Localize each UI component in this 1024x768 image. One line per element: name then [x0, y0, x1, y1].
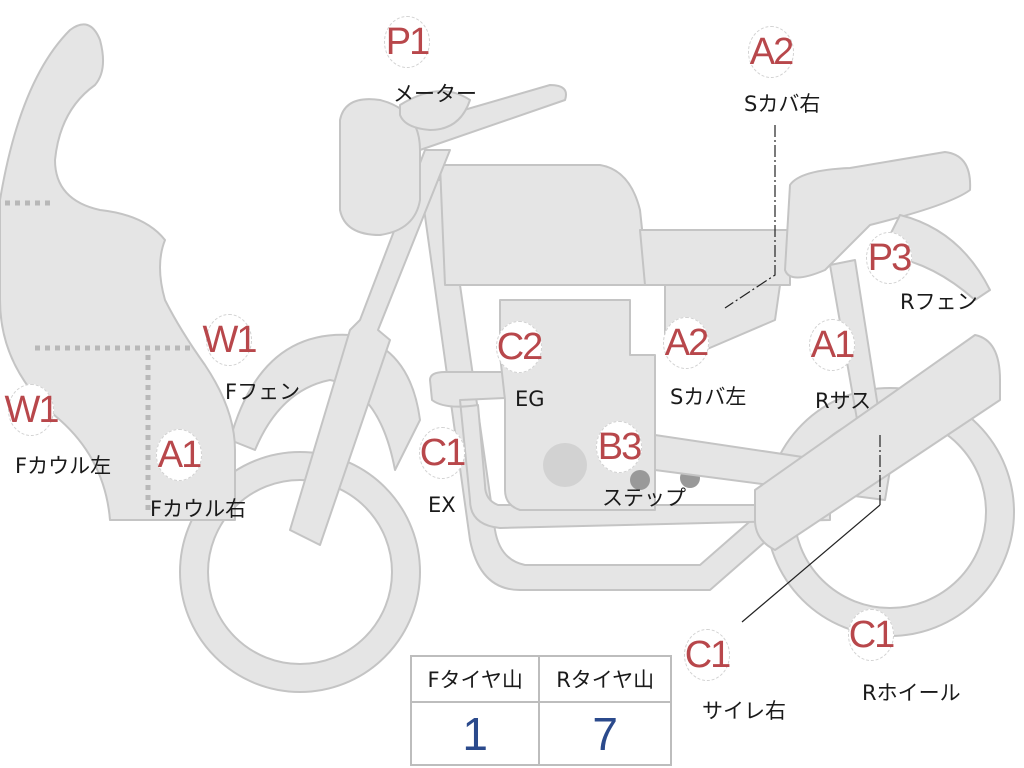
- part-label: Fフェン: [225, 380, 301, 404]
- part-label: Sカバ左: [670, 385, 747, 409]
- damage-code-badge: A2: [663, 317, 709, 369]
- seat-front: [639, 229, 791, 286]
- part-label: ステップ: [602, 486, 686, 510]
- damage-code-badge: P3: [866, 232, 912, 284]
- part-label: メーター: [393, 82, 477, 106]
- seat: [784, 151, 972, 279]
- damage-code-badge: A2: [748, 26, 794, 78]
- damage-code-badge: C1: [419, 427, 466, 479]
- front-tyre-header: Fタイヤ山: [409, 655, 541, 703]
- meter: [399, 90, 471, 131]
- part-label: Sカバ右: [744, 92, 821, 116]
- leader-line-muffler: [741, 504, 881, 623]
- part-label: Fカウル左: [15, 454, 112, 478]
- damage-code-badge: A1: [156, 429, 202, 481]
- damage-code-badge: B3: [596, 421, 642, 473]
- rear-tyre-header: Rタイヤ山: [538, 655, 672, 703]
- part-label: EX: [428, 493, 456, 517]
- damage-code-badge: P1: [384, 16, 430, 68]
- fuel-tank: [439, 164, 649, 286]
- damage-code-badge: W1: [203, 314, 258, 366]
- front-tyre-value: 1: [409, 701, 541, 766]
- part-label: サイレ右: [702, 699, 786, 723]
- tyre-tread-table: Fタイヤ山 Rタイヤ山 1 7: [409, 655, 672, 766]
- damage-code-badge: W1: [5, 384, 60, 436]
- damage-code-badge: C1: [848, 609, 895, 661]
- headlight: [339, 98, 421, 236]
- damage-code-badge: C2: [496, 321, 543, 373]
- muffler: [754, 334, 1001, 551]
- damage-code-badge: A1: [809, 319, 855, 371]
- damage-code-badge: C1: [684, 629, 731, 681]
- handlebar: [394, 84, 567, 151]
- part-label: Fカウル右: [150, 497, 247, 521]
- rear-tyre-value: 7: [538, 701, 672, 766]
- part-label: Rホイール: [862, 681, 961, 705]
- leader-line-side-cover-right: [724, 125, 776, 309]
- part-label: Rフェン: [900, 290, 978, 314]
- part-label: EG: [515, 387, 545, 411]
- part-label: Rサス: [815, 389, 872, 413]
- front-fork: [289, 149, 451, 546]
- front-cowl: [0, 23, 236, 521]
